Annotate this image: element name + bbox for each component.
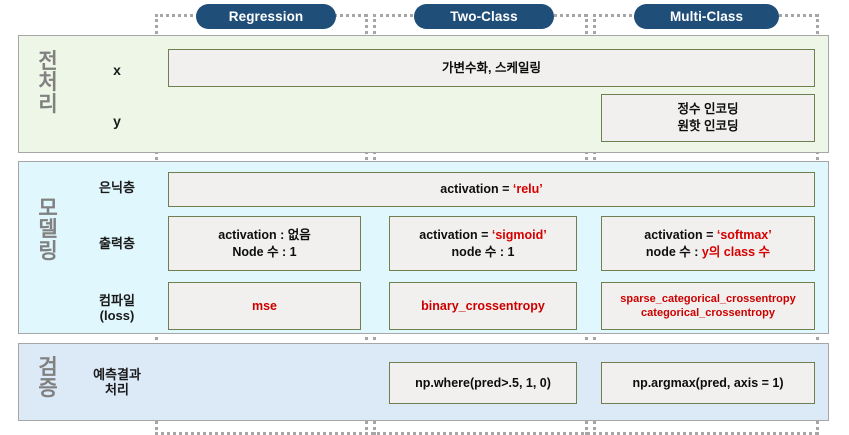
section-title-validation: 검증 bbox=[26, 357, 70, 400]
row-label-x: x bbox=[82, 49, 152, 91]
cell-text-line2: node 수 : y의 class 수 bbox=[646, 244, 770, 261]
row-label-compile-text: 컴파일 bbox=[99, 293, 135, 309]
cell-text: mse bbox=[251, 298, 278, 313]
cell-modeling-compile-two-class[interactable]: binary_crossentropy bbox=[389, 282, 577, 330]
row-label-output-layer-text: 출력층 bbox=[99, 235, 135, 251]
cell-text-value: ‘relu’ bbox=[512, 182, 543, 197]
cell-text-prefix-2: node 수 : bbox=[645, 244, 702, 259]
cell-text: np.argmax(pred, axis = 1) bbox=[632, 375, 784, 390]
cell-text-line1: activation = ‘sigmoid’ bbox=[419, 227, 546, 244]
section-title-modeling: 모델링 bbox=[26, 198, 70, 262]
cell-validation-prediction-two-class[interactable]: np.where(pred>.5, 1, 0) bbox=[389, 362, 577, 404]
column-header-multi-class[interactable]: Multi-Class bbox=[634, 4, 779, 29]
row-label-prediction-handling: 예측결과 처리 bbox=[82, 362, 152, 404]
cell-text-line1: sparse_categorical_crossentropy bbox=[620, 292, 796, 305]
cell-text-line2: Node 수 : 1 bbox=[232, 244, 297, 259]
cell-modeling-compile-multi-class[interactable]: sparse_categorical_crossentropy categori… bbox=[601, 282, 815, 330]
section-title-modeling-text: 모델링 bbox=[38, 197, 58, 263]
cell-text-line2: 원핫 인코딩 bbox=[677, 119, 739, 133]
cell-modeling-compile-regression[interactable]: mse bbox=[168, 282, 361, 330]
row-label-prediction-handling-text: 예측결과 bbox=[93, 367, 141, 383]
cell-text-line2: node 수 : 1 bbox=[451, 244, 515, 259]
section-title-preprocessing-text: 전처리 bbox=[38, 50, 58, 116]
row-label-compile-sublabel: (loss) bbox=[99, 308, 135, 323]
row-label-y: y bbox=[82, 100, 152, 142]
cell-text-line1: 정수 인코딩 bbox=[677, 102, 739, 117]
cell-preprocessing-x-all[interactable]: 가변수화, 스케일링 bbox=[168, 49, 815, 87]
row-label-hidden-layer: 은닉층 bbox=[82, 172, 152, 204]
row-label-hidden-layer-text: 은닉층 bbox=[99, 179, 135, 195]
row-label-output-layer: 출력층 bbox=[82, 223, 152, 265]
cell-modeling-output-layer-regression[interactable]: activation : 없음 Node 수 : 1 bbox=[168, 216, 361, 271]
cell-text-line1: activation = ‘relu’ bbox=[440, 181, 542, 198]
section-title-validation-text: 검증 bbox=[38, 356, 58, 401]
row-label-x-text: x bbox=[113, 61, 121, 78]
cell-validation-prediction-multi-class[interactable]: np.argmax(pred, axis = 1) bbox=[601, 362, 815, 404]
row-label-prediction-handling-sublabel: 처리 bbox=[105, 382, 129, 397]
cell-text-value: ‘softmax’ bbox=[716, 227, 772, 242]
cell-modeling-hidden-layer-all[interactable]: activation = ‘relu’ bbox=[168, 172, 815, 207]
cell-text-value-2: y의 class 수 bbox=[701, 244, 771, 259]
cell-text-prefix: activation = bbox=[440, 182, 513, 197]
column-header-regression[interactable]: Regression bbox=[196, 4, 336, 29]
cell-text-value: ‘sigmoid’ bbox=[491, 227, 547, 242]
column-header-two-class[interactable]: Two-Class bbox=[414, 4, 554, 29]
cell-text: np.where(pred>.5, 1, 0) bbox=[415, 375, 551, 390]
cell-text: 가변수화, 스케일링 bbox=[442, 60, 541, 75]
cell-modeling-output-layer-multi-class[interactable]: activation = ‘softmax’ node 수 : y의 class… bbox=[601, 216, 815, 271]
cell-modeling-output-layer-two-class[interactable]: activation = ‘sigmoid’ node 수 : 1 bbox=[389, 216, 577, 271]
cell-text-prefix: activation = bbox=[644, 227, 717, 242]
cell-text-prefix: activation = bbox=[419, 227, 492, 242]
cell-text-line1: activation = ‘softmax’ bbox=[644, 227, 772, 244]
section-title-preprocessing: 전처리 bbox=[26, 51, 70, 115]
cell-text-line2: categorical_crossentropy bbox=[641, 307, 775, 319]
row-label-y-text: y bbox=[113, 112, 121, 129]
bottom-guide bbox=[155, 432, 818, 435]
row-label-compile: 컴파일 (loss) bbox=[82, 288, 152, 330]
cell-text: binary_crossentropy bbox=[421, 298, 545, 313]
cell-text-line1: activation : 없음 bbox=[218, 227, 311, 242]
cell-preprocessing-y-multi-class[interactable]: 정수 인코딩 원핫 인코딩 bbox=[601, 94, 815, 142]
